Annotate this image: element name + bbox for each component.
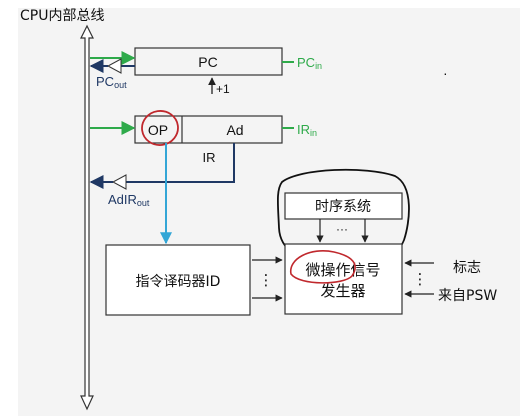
op-highlight-circle [141,110,179,146]
adir-out-label: AdIRout [108,192,150,208]
timing-system-box [284,192,403,220]
generator-red-scribble [290,250,356,284]
flags-label: 标志 [453,260,481,276]
pc-label: PC [198,54,217,70]
timing-arrow-dots: ··· [336,222,348,236]
decoder-label: 指令译码器ID [136,274,221,290]
timing-system-label: 时序系统 [315,199,371,215]
adir-out-gate-icon [111,174,127,190]
pc-in-label: PCin [297,55,322,71]
ir-label: IR [203,150,216,165]
ir-op-field: OP [148,122,168,138]
pc-out-label: PCout [96,74,127,90]
psw-source-label: 来自PSW [438,288,497,304]
ir-register [134,115,283,144]
ir-in-label: IRin [297,122,317,138]
bus-label: CPU内部总线 [20,8,104,24]
flag-dots: ⋮ [413,271,428,288]
diagram-background [18,8,520,416]
decoder-signal-dots: ⋮ [259,272,274,289]
stray-mark: · [443,65,448,81]
bus-double-arrow [80,24,94,411]
generator-label-line2: 发生器 [320,282,365,300]
pc-register [134,47,283,76]
generator-label-line1: 微操作信号 [305,261,380,279]
ir-ad-field: Ad [226,122,243,138]
instruction-decoder-box [105,244,251,316]
pc-out-gate-icon [106,58,122,74]
adir-out-line [126,143,235,183]
pc-increment-label: +1 [216,82,230,96]
